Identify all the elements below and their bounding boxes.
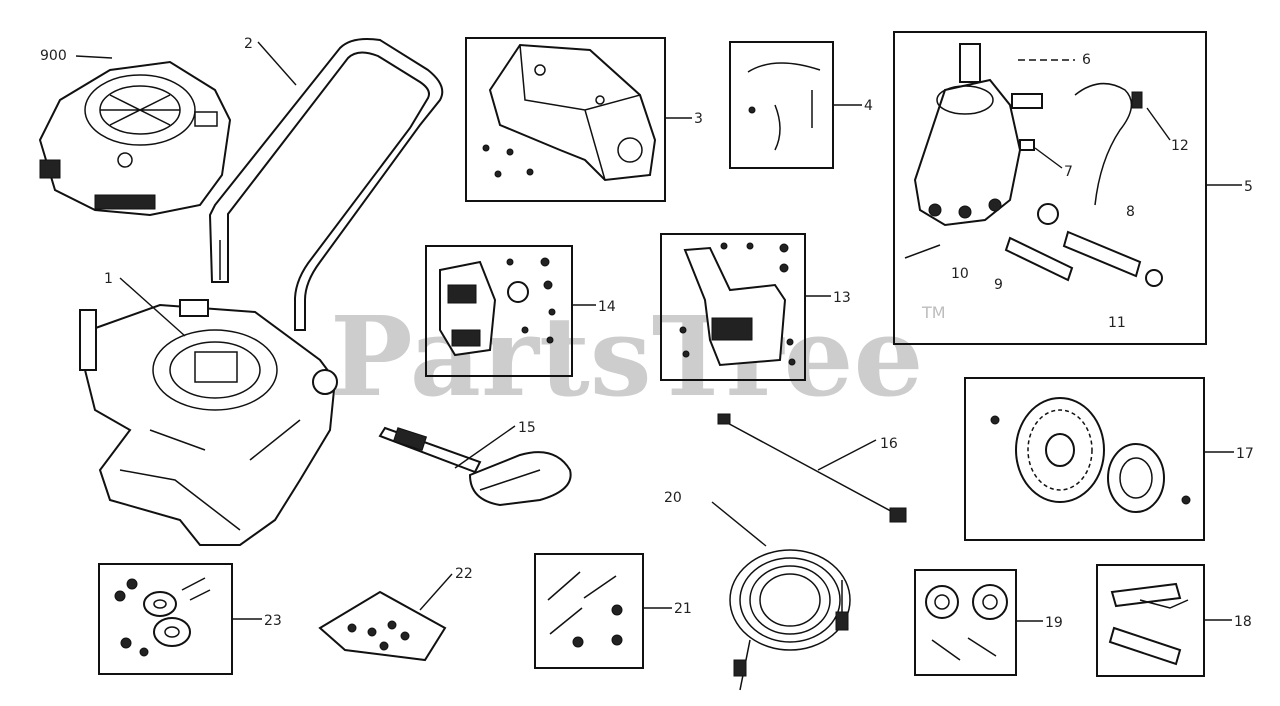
box-5 bbox=[893, 31, 1207, 345]
callout-19: 19 bbox=[1045, 615, 1063, 631]
spray-gun-part[interactable] bbox=[378, 426, 572, 507]
box-21 bbox=[534, 553, 644, 669]
pump-fittings-part[interactable] bbox=[1004, 139, 1163, 287]
callout-7: 7 bbox=[1064, 164, 1073, 180]
callout-9: 9 bbox=[994, 277, 1003, 293]
trademark: TM bbox=[921, 303, 946, 322]
bearing-kit-part[interactable] bbox=[114, 577, 211, 657]
callout-20: 20 bbox=[664, 490, 682, 506]
callout-5: 5 bbox=[1244, 179, 1253, 195]
high-pressure-hose-part[interactable] bbox=[729, 549, 851, 691]
callout-11: 11 bbox=[1108, 315, 1126, 331]
callout-14: 14 bbox=[598, 299, 616, 315]
spray-lance-part[interactable] bbox=[717, 413, 907, 523]
callout-4: 4 bbox=[864, 98, 873, 114]
callout-6: 6 bbox=[1082, 52, 1091, 68]
callout-23: 23 bbox=[264, 613, 282, 629]
box-17 bbox=[964, 377, 1205, 541]
box-14 bbox=[425, 245, 573, 377]
box-18 bbox=[1096, 564, 1205, 677]
box-4 bbox=[729, 41, 834, 169]
hose-kit-part[interactable] bbox=[747, 62, 821, 151]
callout-13: 13 bbox=[833, 290, 851, 306]
frame-part[interactable] bbox=[79, 299, 338, 546]
axle-part[interactable] bbox=[1108, 582, 1189, 666]
callout-12: 12 bbox=[1171, 138, 1189, 154]
handle-part[interactable] bbox=[208, 38, 444, 331]
hardware-bolts-part[interactable] bbox=[547, 571, 623, 648]
wheel-part[interactable] bbox=[990, 397, 1191, 513]
hardware-bag-part[interactable] bbox=[318, 590, 447, 662]
unloader-tube-part[interactable] bbox=[1074, 82, 1143, 206]
control-panel-part[interactable] bbox=[482, 43, 657, 182]
callout-2: 2 bbox=[244, 36, 253, 52]
wheel-hub-part[interactable] bbox=[925, 584, 1008, 661]
callout-15: 15 bbox=[518, 420, 536, 436]
callout-22: 22 bbox=[455, 566, 473, 582]
box-13 bbox=[660, 233, 806, 381]
callout-21: 21 bbox=[674, 601, 692, 617]
callout-1: 1 bbox=[104, 271, 113, 287]
callout-17: 17 bbox=[1236, 446, 1254, 462]
callout-16: 16 bbox=[880, 436, 898, 452]
box-3 bbox=[465, 37, 666, 202]
bracket-kit-part[interactable] bbox=[439, 257, 556, 357]
mounting-bracket-part[interactable] bbox=[679, 242, 796, 367]
callout-10: 10 bbox=[951, 266, 969, 282]
callout-3: 3 bbox=[694, 111, 703, 127]
callout-8: 8 bbox=[1126, 204, 1135, 220]
box-19 bbox=[914, 569, 1017, 676]
callout-18: 18 bbox=[1234, 614, 1252, 630]
engine-part[interactable] bbox=[38, 60, 232, 217]
callout-900: 900 bbox=[40, 48, 67, 64]
watermark: PartsTree bbox=[330, 292, 924, 421]
pump-part[interactable] bbox=[904, 43, 1043, 259]
